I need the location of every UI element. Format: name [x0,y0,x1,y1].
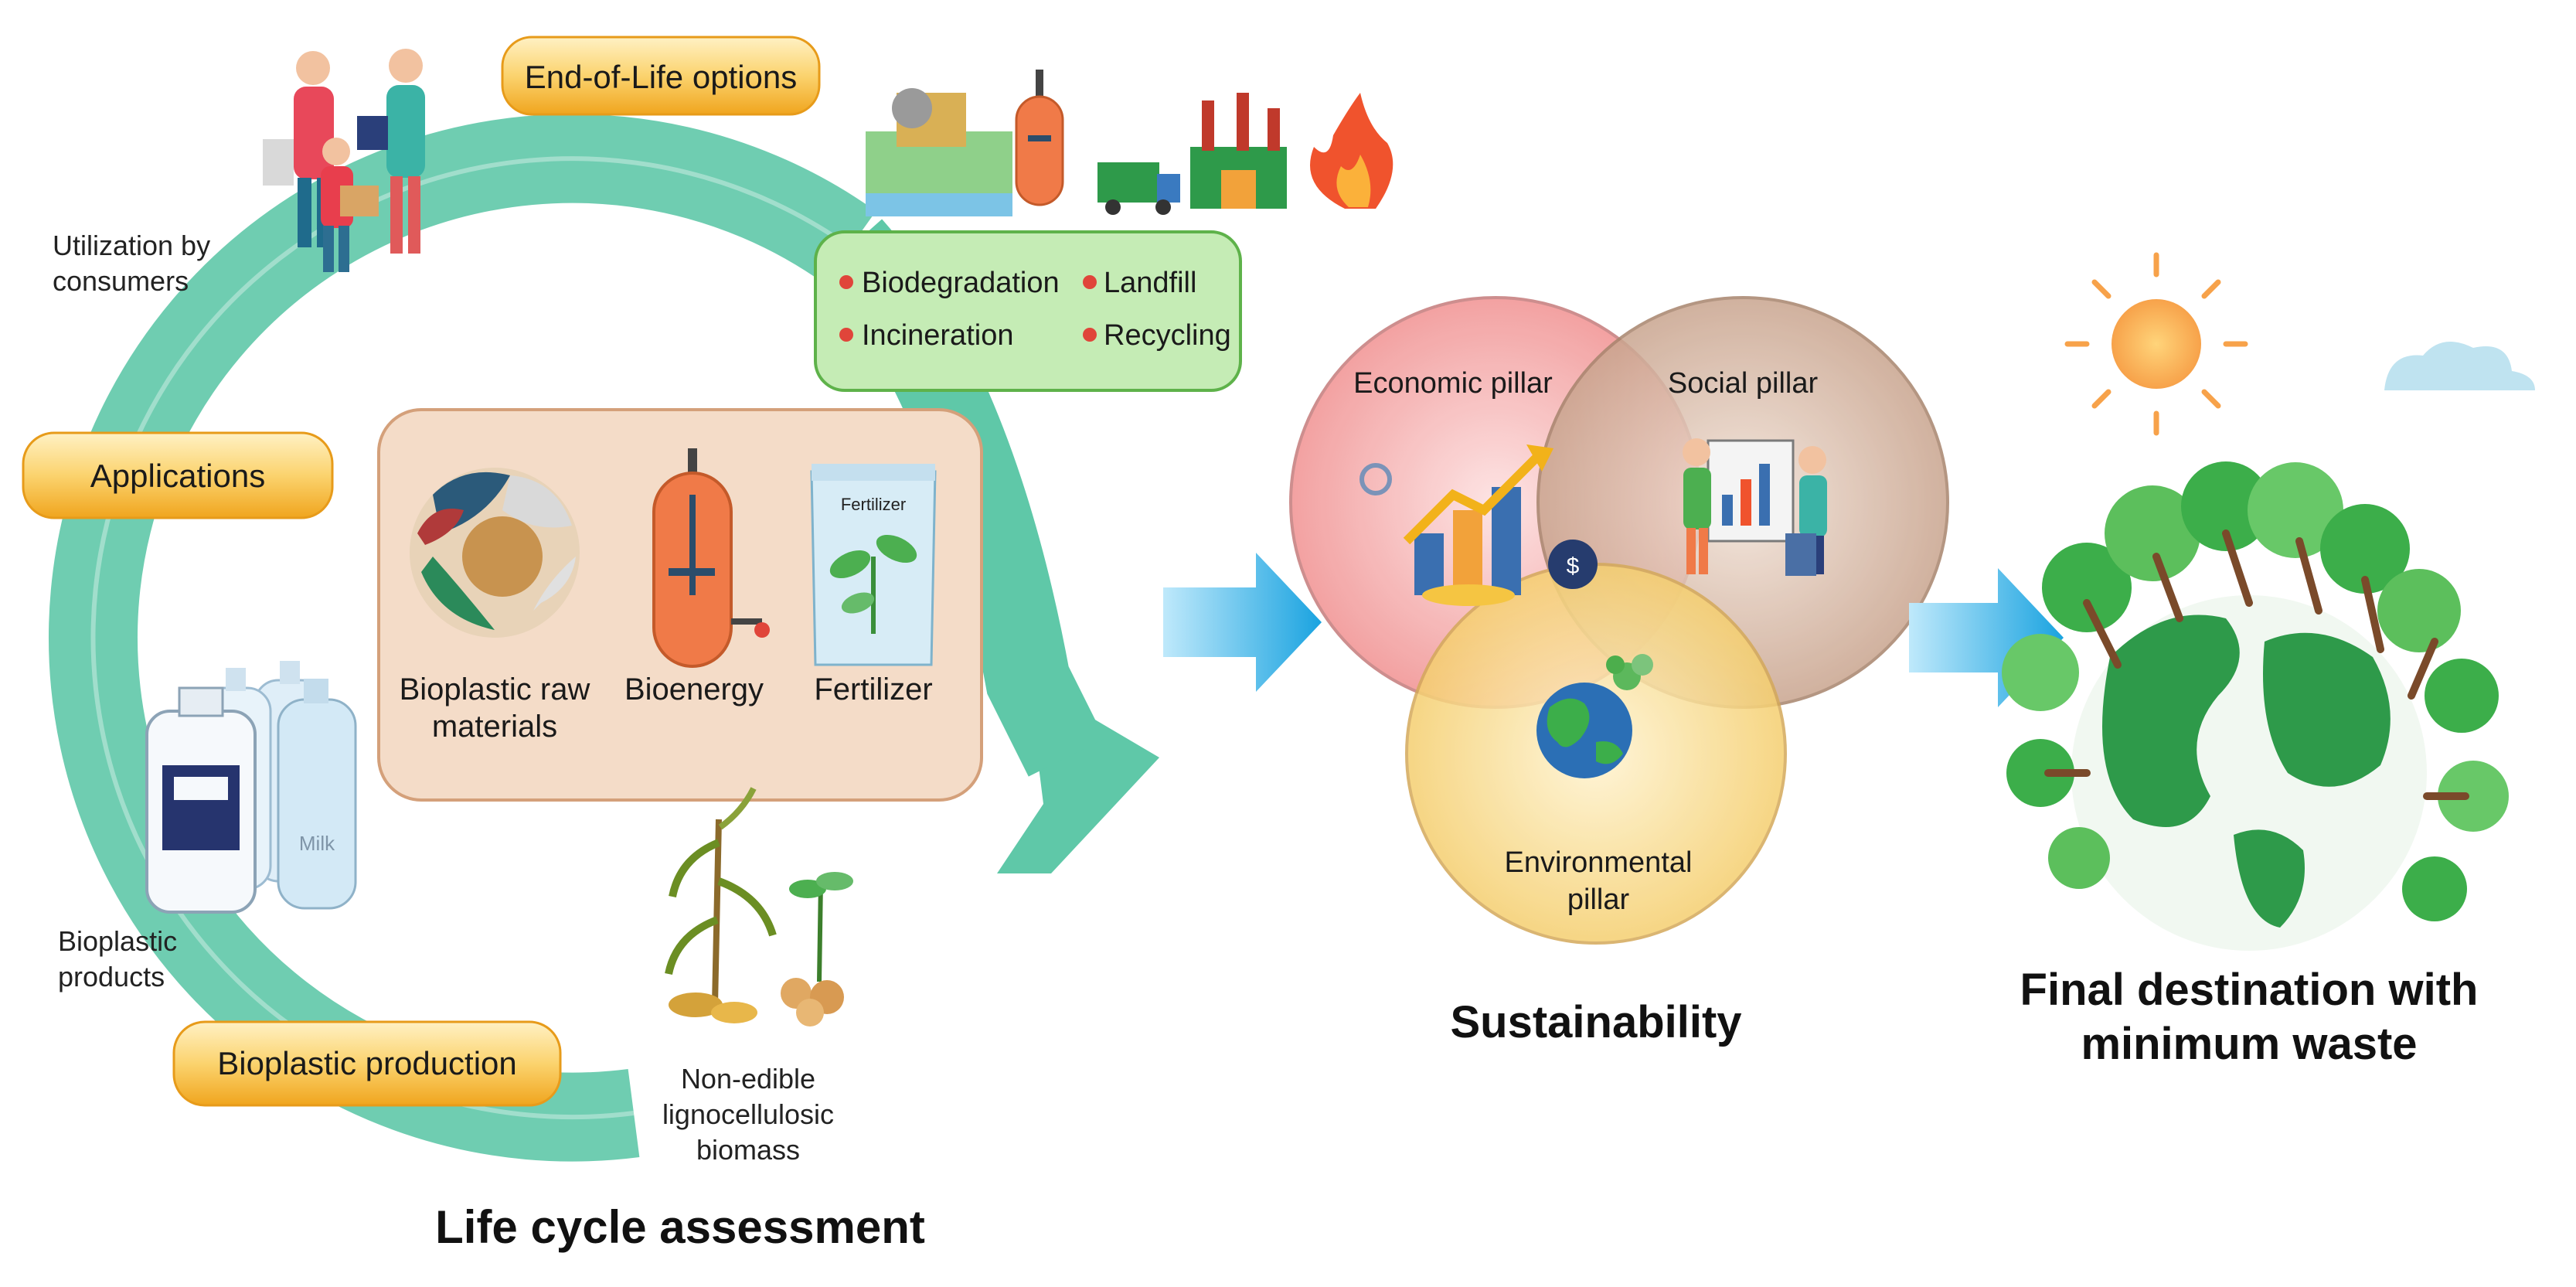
biomass-label-line2: lignocellulosic [662,1098,834,1130]
production-stage: Bioplastic production [172,1020,562,1107]
consumers-label-line1: Utilization by [53,230,210,261]
production-label: Bioplastic production [217,1045,517,1081]
option-incineration: Incineration [862,319,1013,352]
final-destination-title-line2: minimum waste [2081,1019,2417,1069]
outputs-box: Bioplastic raw materials Bioenergy Ferti… [377,408,983,802]
option-biodegradation: Biodegradation [862,267,1060,299]
biomass-label-line3: biomass [696,1134,800,1166]
final-destination-title-line1: Final destination with [2020,965,2479,1015]
raw-materials-label-line2: materials [432,710,557,744]
social-illustration [1683,438,1827,576]
raw-materials-icon [410,468,580,638]
economic-illustration: $ [1359,444,1598,606]
fertilizer-bag-icon: Fertilizer [810,464,937,666]
applications-stage: Applications [22,431,334,519]
bioreactor-small-icon [1015,70,1064,206]
biodegradation-icon [866,88,1012,216]
sustainability-title: Sustainability [1450,997,1741,1047]
consumers-illustration [263,49,425,272]
sustainability-venn: $ Economic pillar [1289,296,1949,945]
bottle-text: Milk [299,832,335,855]
economic-pillar-label: Economic pillar [1353,367,1553,400]
consumers-label-line2: consumers [53,265,189,297]
products-label-line1: Bioplastic [58,925,177,957]
option-recycling: Recycling [1104,319,1231,352]
products-label-line2: products [58,961,165,992]
end-of-life-label: End-of-Life options [525,59,798,95]
environmental-globe-icon [1536,654,1653,778]
sun-icon [2064,252,2248,436]
end-of-life-stage: End-of-Life options [501,36,821,116]
tree-canopy [2002,461,2509,921]
factory-icon [1190,93,1287,209]
garbage-truck-icon [1097,162,1180,215]
biomass-illustration [665,787,853,1027]
biomass-label-line1: Non-edible [681,1063,815,1095]
flow-arrow-right-1 [1163,553,1322,692]
option-landfill: Landfill [1104,267,1196,299]
raw-materials-label-line1: Bioplastic raw [400,672,590,706]
environmental-pillar-label-line1: Environmental [1505,846,1693,879]
bioplastic-bottles-illustration: Milk [145,661,357,914]
life-cycle-title: Life cycle assessment [435,1201,925,1253]
end-of-life-options-box: Biodegradation Landfill Incineration Rec… [814,230,1242,392]
fertilizer-label: Fertilizer [814,672,932,706]
green-globe-illustration [2002,461,2509,951]
bioenergy-label: Bioenergy [624,672,764,706]
end-of-life-icons [866,70,1393,216]
social-pillar-label: Social pillar [1668,367,1819,400]
fire-icon [1310,93,1393,209]
fertilizer-bag-text: Fertilizer [841,495,906,514]
bioreactor-icon [652,448,770,668]
applications-label: Applications [90,458,265,494]
environmental-pillar-label-line2: pillar [1567,884,1630,916]
cloud-icon [2384,342,2535,390]
svg-text:$: $ [1567,553,1580,579]
